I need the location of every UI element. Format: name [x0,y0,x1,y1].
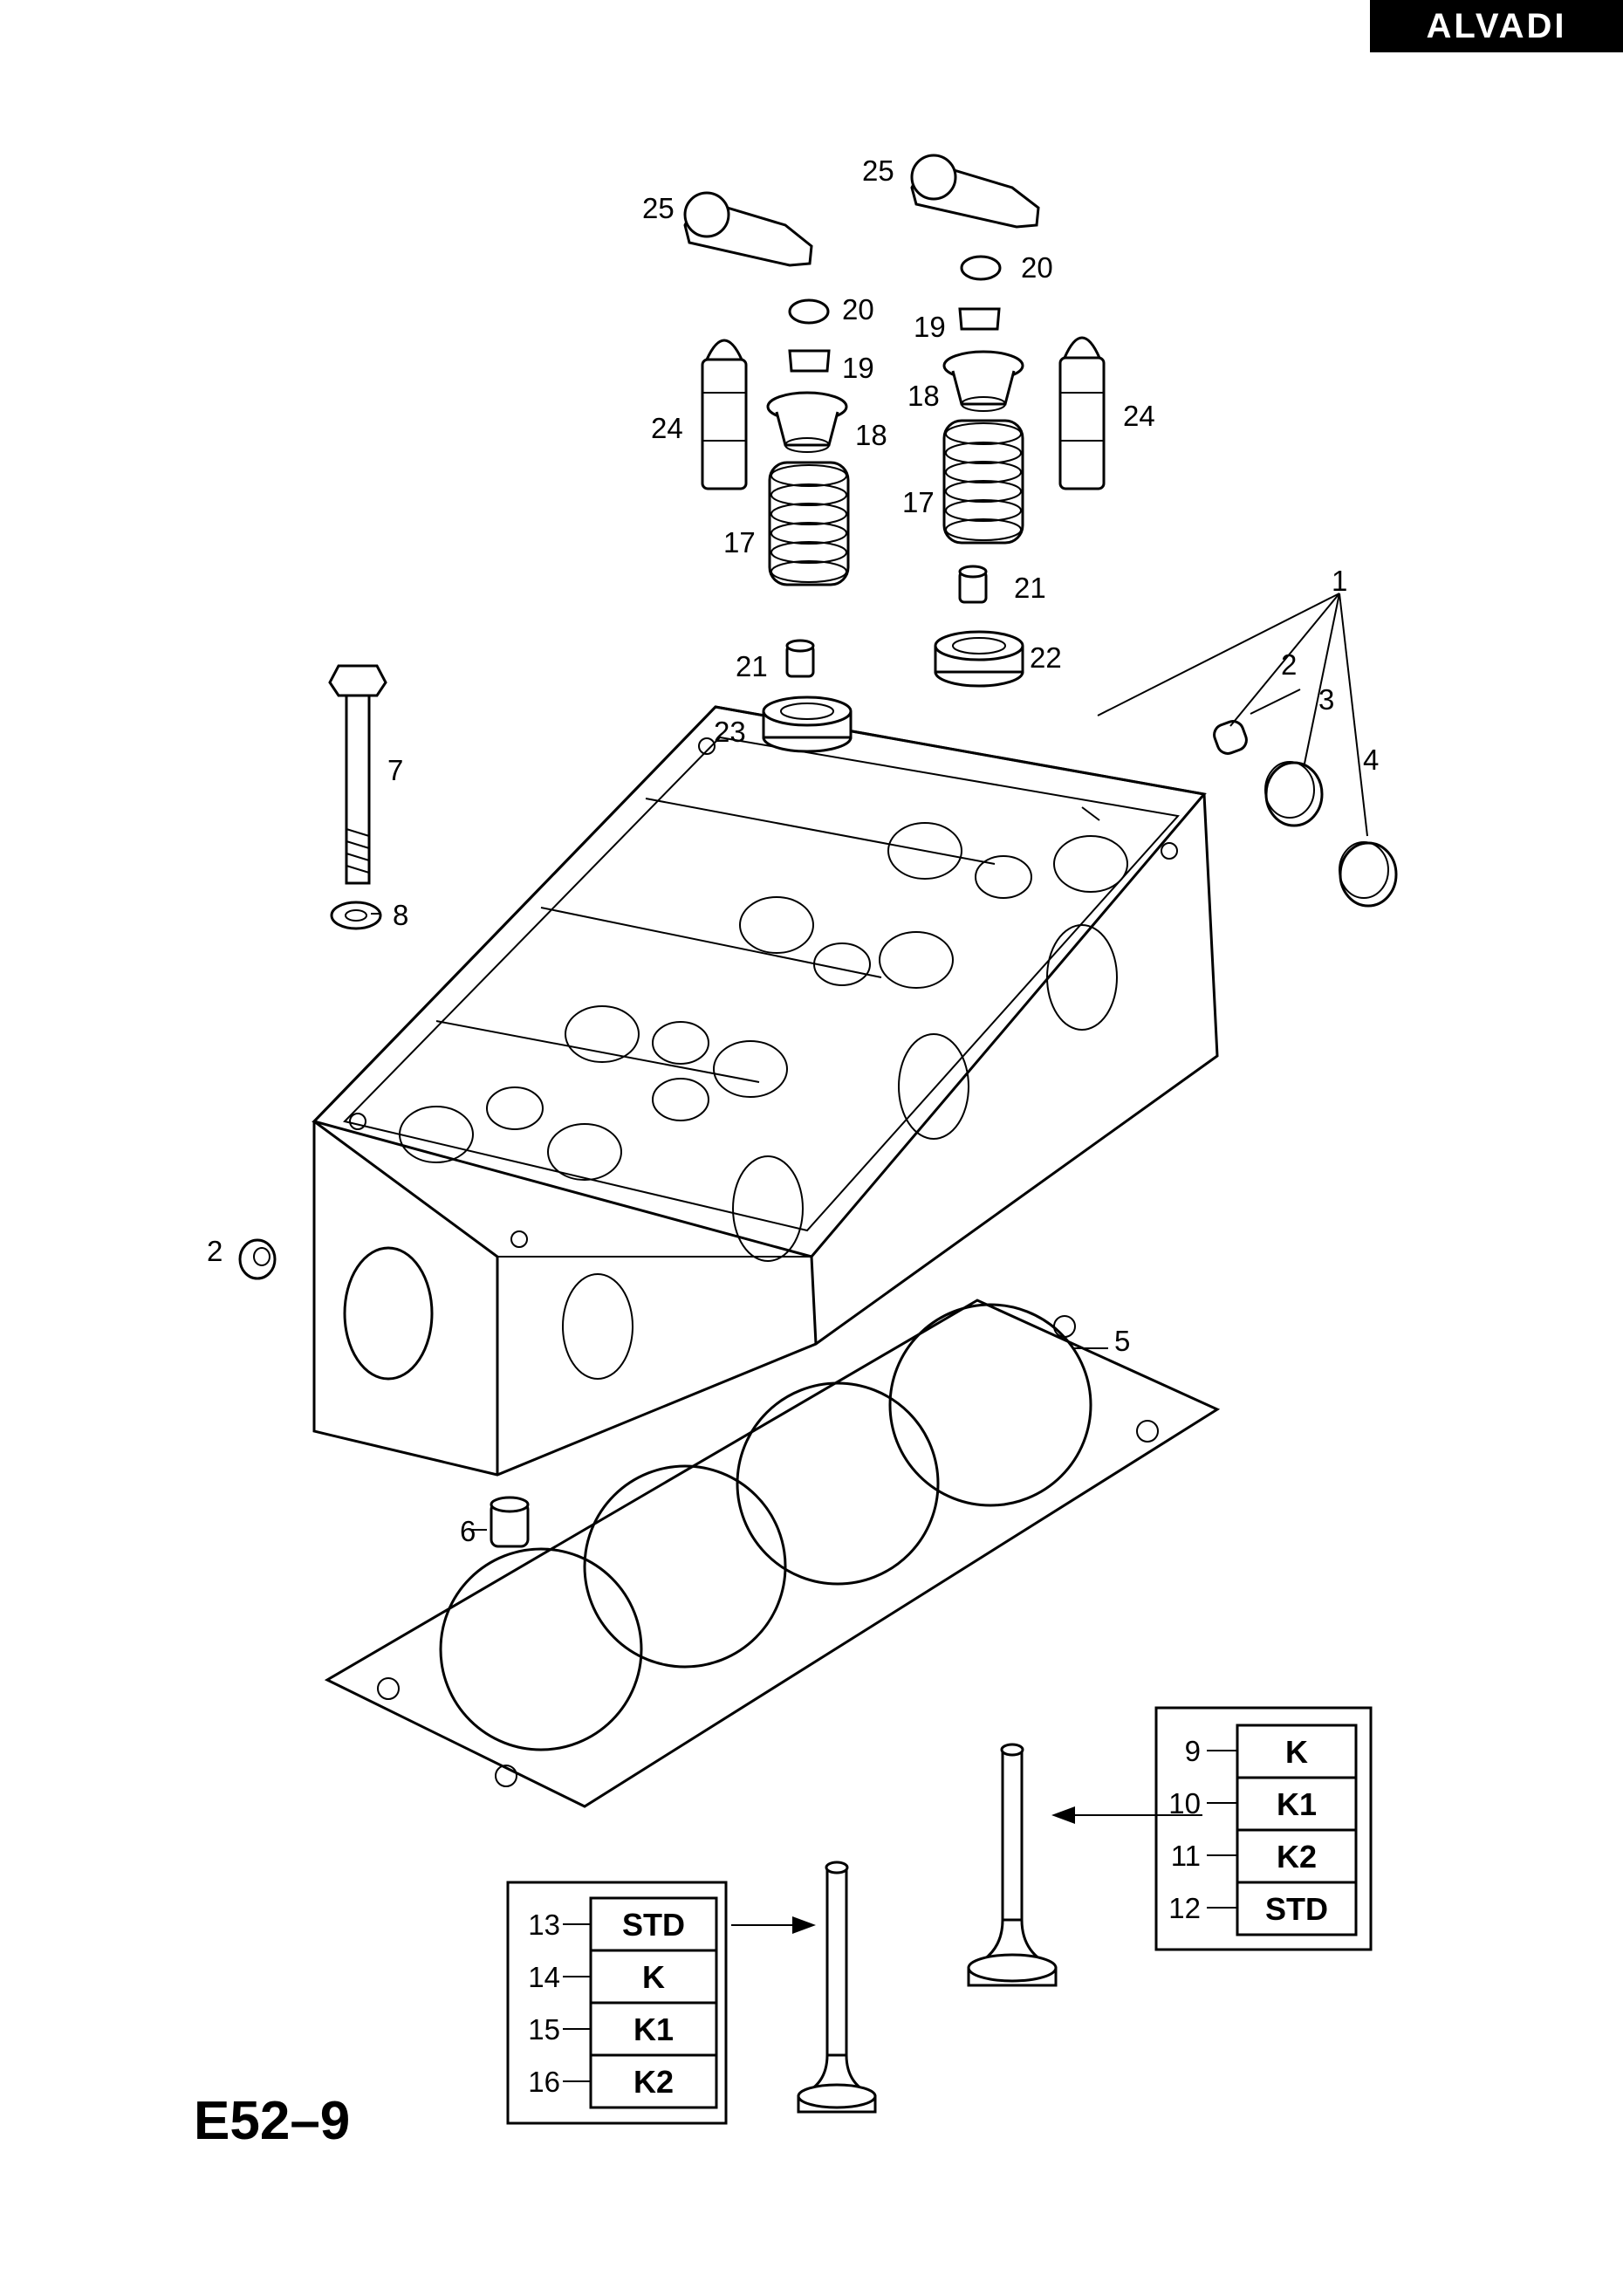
valve-table-intake-code: STD [622,1907,685,1943]
callout-23: 23 [714,716,746,748]
spring-seat-right [934,630,1024,688]
brand-logo: ALVADI [1370,0,1623,52]
head-gasket [324,1299,1221,1808]
callout-20: 20 [842,293,874,326]
callout-25: 25 [862,154,894,187]
rocker-arm-left [683,191,813,267]
valve-table-intake: 13 14 15 16 STD K K1 K2 [506,1881,728,2125]
callout-4: 4 [1363,744,1379,776]
callout-21: 21 [736,650,768,682]
callout-18: 18 [907,380,940,412]
valve-port-ring [399,822,1128,1181]
callout-17: 17 [723,526,756,559]
spring-retainer-left [766,391,848,453]
valve-key-left [788,298,830,325]
callout-labels: 1 2 3 4 5 6 7 8 2 17 17 18 18 19 19 20 2… [207,154,1379,1547]
valve-table-exhaust-code: K1 [1277,1786,1317,1822]
leader-lines [371,593,1368,1934]
callout-3: 3 [1318,683,1334,716]
callout-24: 24 [651,412,683,444]
valve-table-exhaust-num: 9 [1185,1735,1201,1767]
callout-17: 17 [902,486,935,518]
valve-cotter-right [958,307,1001,331]
callout-19: 19 [914,311,946,343]
rocker-arm-right [910,154,1040,229]
valve-table-exhaust-num: 11 [1171,1840,1201,1872]
dowel-sleeve-2-left [238,1238,277,1280]
valve-table-exhaust-code: K2 [1277,1839,1317,1874]
callout-6: 6 [460,1515,476,1547]
diagram-code: E52–9 [194,2091,351,2151]
valve-table-intake-num: 13 [528,1909,560,1941]
valve-cotter-left [788,349,831,373]
head-bolt [328,664,387,885]
callout-21: 21 [1014,572,1046,604]
dowel-sleeve-6 [490,1496,530,1548]
callout-18: 18 [855,419,887,451]
hydraulic-lifter-left [701,339,748,490]
callout-2: 2 [207,1235,223,1267]
valve-table-exhaust-code: K [1285,1734,1308,1770]
callout-24: 24 [1123,400,1155,432]
valve-table-exhaust-num: 12 [1168,1892,1201,1924]
exhaust-valve [967,1743,1058,1987]
spring-retainer-right [942,350,1024,412]
valve-table-intake-code: K2 [633,2064,674,2100]
callout-7: 7 [387,754,403,786]
valve-spring-right [942,419,1024,545]
valve-table-intake-code: K1 [633,2012,674,2047]
spring-seat-left [762,696,853,753]
valve-table-intake-num: 16 [528,2066,560,2098]
valve-seal-left [785,639,815,678]
callout-8: 8 [393,899,408,931]
callout-20: 20 [1021,251,1053,284]
valve-table-intake-num: 15 [528,2013,560,2046]
callout-5: 5 [1114,1325,1130,1357]
valve-table-exhaust-code: STD [1265,1891,1328,1927]
expansion-plug-3 [1264,761,1324,827]
callout-25: 25 [642,192,675,224]
valve-seal-right [958,565,988,604]
intake-valve [797,1861,877,2114]
hydraulic-lifter-right [1058,336,1106,490]
valve-table-exhaust-num: 10 [1168,1787,1201,1820]
callout-19: 19 [842,352,874,384]
valve-key-right [960,255,1002,281]
callout-1: 1 [1332,565,1347,597]
expansion-plug-4 [1339,841,1398,908]
cylinder-head [312,705,1219,1477]
valve-table-intake-code: K [642,1959,665,1995]
bolt-washer [330,901,382,930]
valve-table-exhaust: 9 10 11 12 K K1 K2 STD [1154,1706,1373,1951]
dowel-sleeve-2-right [1213,720,1248,755]
callout-22: 22 [1030,641,1062,674]
valve-table-intake-num: 14 [528,1961,560,1993]
valve-spring-left [768,461,850,586]
callout-2: 2 [1281,648,1297,681]
